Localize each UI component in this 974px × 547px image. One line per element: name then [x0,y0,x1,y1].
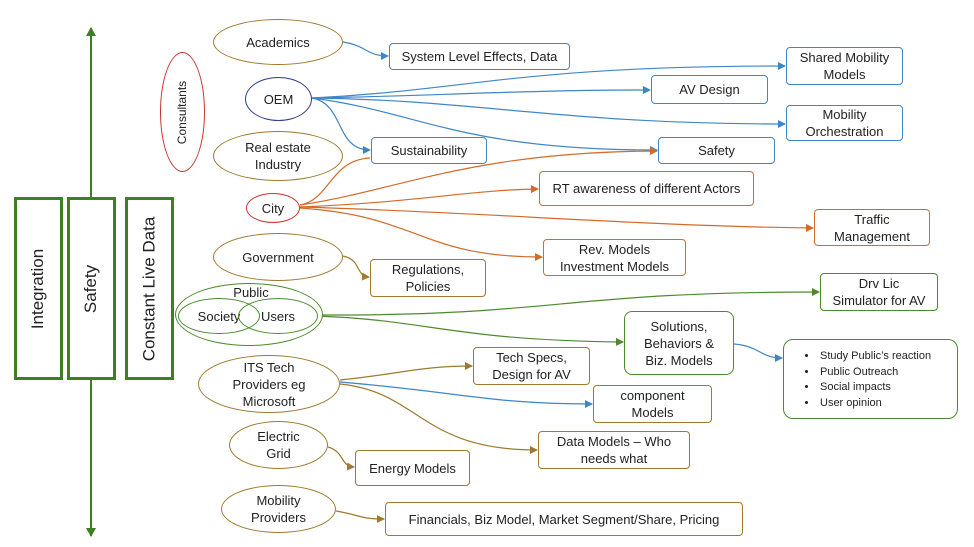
safety-bar: Safety [67,197,116,380]
oem-node: OEM [245,77,312,121]
financials-box: Financials, Biz Model, Market Segment/Sh… [385,502,743,536]
public-label: Public [233,285,269,300]
link-its-techspecs [339,362,473,381]
mobility-providers-node: Mobility Providers [221,485,336,533]
study-item-opinion: User opinion [818,396,957,412]
link-city-safety [299,147,658,206]
link-oem-avdesign [311,86,651,99]
link-oem-orch [311,97,786,128]
safety-box: Safety [658,137,775,164]
live-data-bar: Constant Live Data [125,197,174,380]
av-design-box: AV Design [651,75,768,104]
academics-node: Academics [213,19,343,65]
integration-label: Integration [28,248,48,329]
solutions-box: Solutions, Behaviors & Biz. Models [624,311,734,375]
mobility-orchestration-box: Mobility Orchestration [786,105,903,141]
study-list-box: Study Public’s reaction Public Outreach … [783,339,958,419]
study-item-outreach: Public Outreach [818,365,957,381]
integration-bar: Integration [14,197,63,380]
link-city-rt [299,185,539,208]
regulations-box: Regulations, Policies [370,259,486,297]
safety-label: Safety [81,264,101,313]
link-grid-energy [327,446,355,471]
drv-lic-box: Drv Lic Simulator for AV [820,273,938,311]
electric-grid-node: Electric Grid [229,421,328,469]
link-its-datamodels [339,383,538,454]
data-models-box: Data Models – Who needs what [538,431,690,469]
study-item-social: Social impacts [818,380,957,396]
government-node: Government [213,233,343,281]
rev-models-box: Rev. Models Investment Models [543,239,686,276]
link-public-solutions-study [733,343,783,362]
link-academics-system [342,41,389,60]
rt-awareness-box: RT awareness of different Actors [539,171,754,206]
tech-specs-box: Tech Specs, Design for AV [473,347,590,385]
link-oem-shared [311,62,786,99]
study-item-reaction: Study Public’s reaction [818,349,957,365]
users-node: Users [238,298,318,334]
link-mobility-financials [335,510,385,523]
energy-models-box: Energy Models [355,450,470,486]
its-node: ITS Tech Providers eg Microsoft [198,355,340,413]
system-level-box: System Level Effects, Data [389,43,570,70]
link-users-drvlic [315,288,820,316]
live-data-label: Constant Live Data [139,216,159,361]
study-list: Study Public’s reaction Public Outreach … [784,340,957,411]
link-city-sustain [299,157,371,206]
link-city-traffic [299,206,814,232]
sustainability-box: Sustainability [371,137,487,164]
traffic-management-box: Traffic Management [814,209,930,246]
shared-mobility-box: Shared Mobility Models [786,47,903,85]
city-node: City [246,193,300,223]
link-users-solutions [315,315,624,346]
real-estate-node: Real estate Industry [213,131,343,181]
link-oem-sustain [311,97,371,154]
link-city-rev [299,207,543,261]
link-government-regulations [342,255,370,281]
consultants-ellipse: Consultants [160,52,205,172]
link-its-component [339,381,593,408]
component-models-box: component Models [593,385,712,423]
consultants-label: Consultants [175,80,189,144]
link-oem-safety [311,97,658,154]
